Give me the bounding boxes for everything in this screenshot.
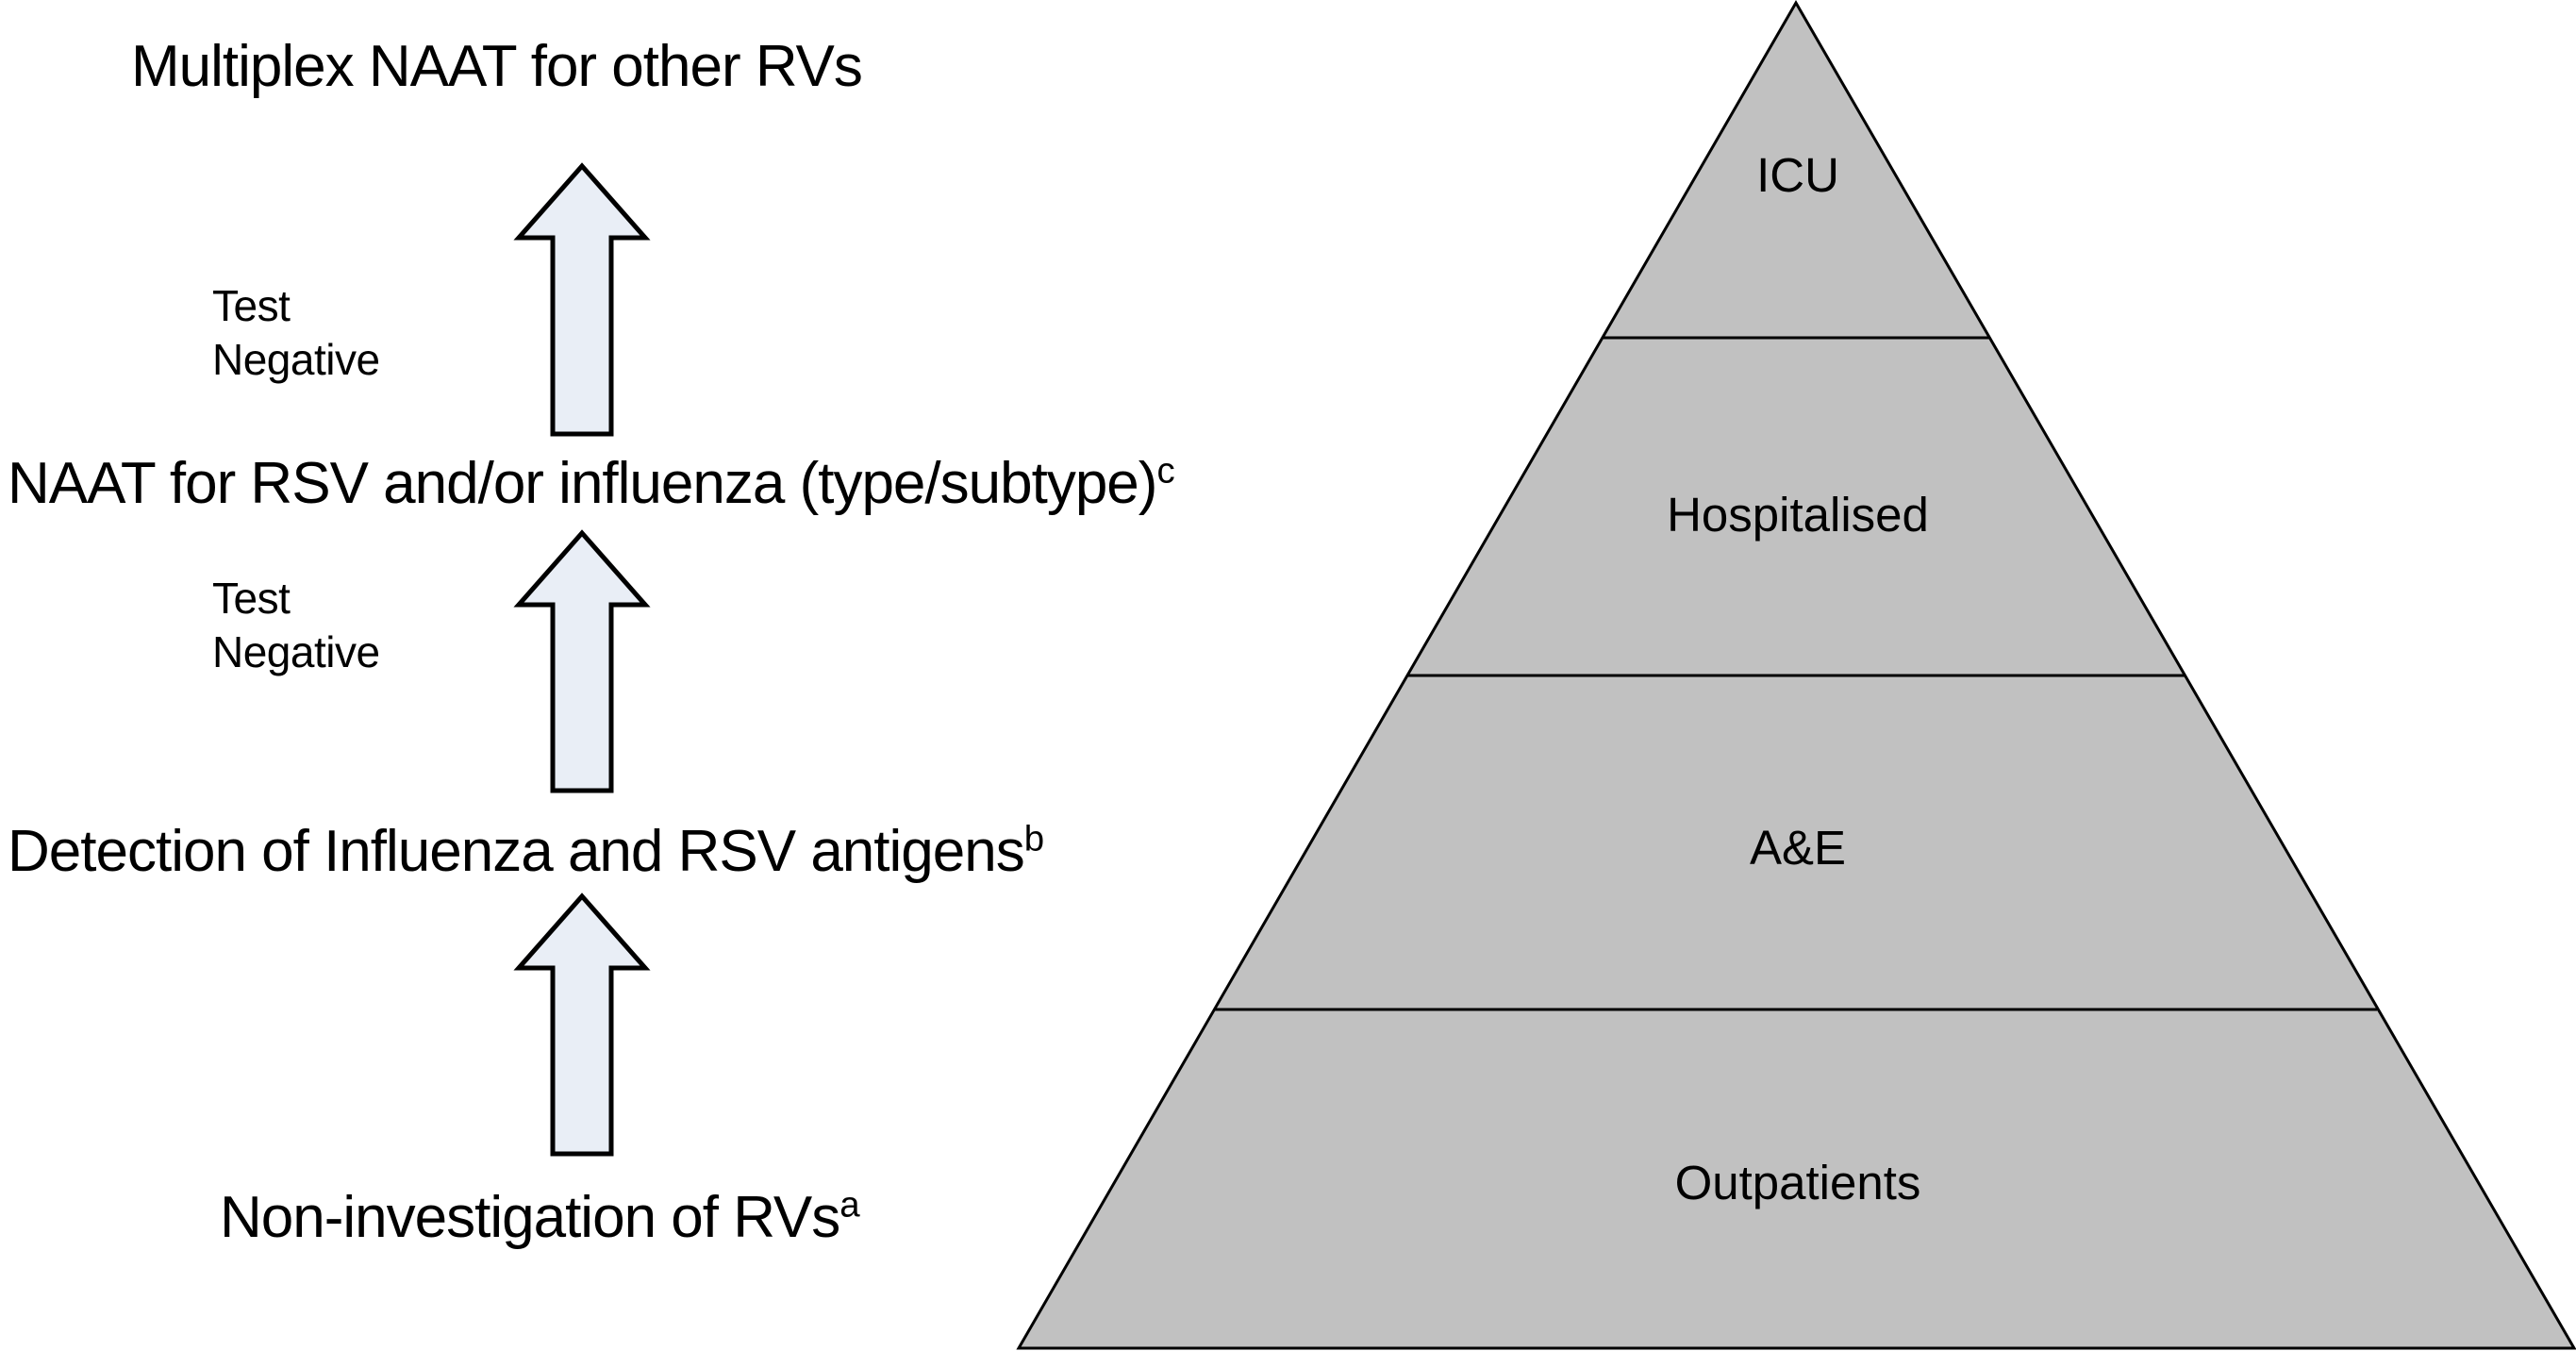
step-label-antigen-detection: Detection of Influenza and RSV antigensb xyxy=(8,818,1044,885)
arrow-label-test-negative-lower: Test Negative xyxy=(212,572,380,679)
up-arrow-icon-top xyxy=(513,162,651,437)
step-text: Detection of Influenza and RSV antigens xyxy=(8,819,1025,884)
pyramid-level-label-hospitalised: Hospitalised xyxy=(1667,488,1929,542)
step-label-non-investigation: Non-investigation of RVsa xyxy=(220,1184,860,1251)
pyramid-level-label-outpatients: Outpatients xyxy=(1674,1156,1921,1209)
step-label-multiplex-naat: Multiplex NAAT for other RVs xyxy=(131,34,863,100)
pyramid-level-label-ae: A&E xyxy=(1749,821,1847,875)
test-negative-line2: Negative xyxy=(212,335,380,384)
test-negative-line1: Test xyxy=(212,281,291,330)
up-arrow-icon-middle xyxy=(513,529,651,793)
arrow-label-test-negative-upper: Test Negative xyxy=(212,279,380,387)
step-text: Non-investigation of RVs xyxy=(220,1185,840,1250)
step-superscript: a xyxy=(839,1184,859,1226)
step-text: NAAT for RSV and/or influenza (type/subt… xyxy=(8,451,1157,516)
pyramid-level-label-icu: ICU xyxy=(1756,148,1839,202)
up-arrow-icon-bottom xyxy=(513,892,651,1157)
step-superscript: b xyxy=(1023,818,1044,859)
step-text: Multiplex NAAT for other RVs xyxy=(131,34,863,99)
test-negative-line1: Test xyxy=(212,574,291,623)
step-label-naat-rsv-influenza: NAAT for RSV and/or influenza (type/subt… xyxy=(8,450,1175,517)
step-superscript: c xyxy=(1156,450,1174,492)
test-negative-line2: Negative xyxy=(212,627,380,676)
